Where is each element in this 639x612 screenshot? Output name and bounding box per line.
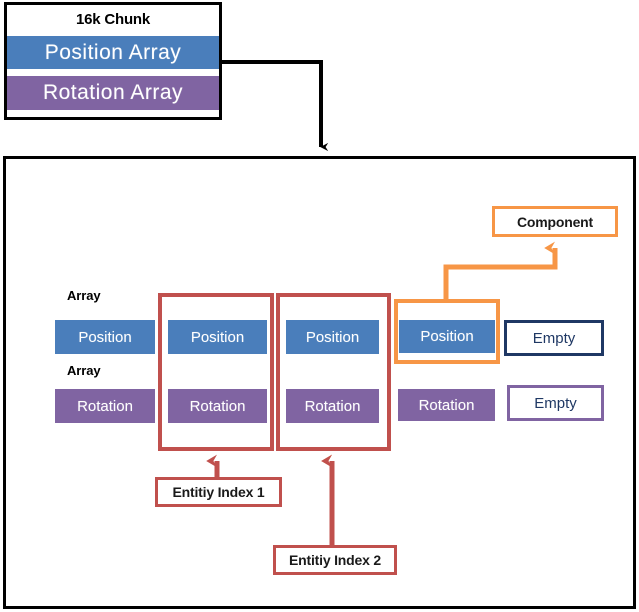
chunk-panel-title: 16k Chunk	[75, 10, 151, 28]
empty-position-cell: Empty	[504, 320, 604, 356]
entity-group-2-outline	[276, 293, 391, 451]
chunk-rotation-array-bar: Rotation Array	[7, 76, 219, 110]
position-cell-1: Position	[55, 320, 155, 354]
entity-group-1-outline	[158, 293, 274, 451]
position-cell-4: Position	[399, 320, 495, 353]
rotation-cell-2: Rotation	[168, 389, 267, 423]
position-cell-3: Position	[286, 320, 379, 354]
component-callout: Component	[492, 206, 618, 237]
chunk-to-detail-arrow	[222, 60, 329, 152]
position-array-label: Array	[67, 288, 101, 303]
rotation-cell-3: Rotation	[286, 389, 379, 423]
chunk-position-array-bar: Position Array	[7, 36, 219, 69]
rotation-cell-1: Rotation	[55, 389, 155, 423]
entity-index-1-callout: Entitiy Index 1	[155, 477, 282, 507]
empty-rotation-cell: Empty	[507, 385, 604, 421]
rotation-array-label: Array	[67, 363, 101, 378]
rotation-cell-4: Rotation	[398, 389, 495, 421]
component-group-outline	[394, 299, 500, 364]
position-cell-2: Position	[168, 320, 267, 354]
entity-index-2-callout: Entitiy Index 2	[273, 545, 397, 575]
